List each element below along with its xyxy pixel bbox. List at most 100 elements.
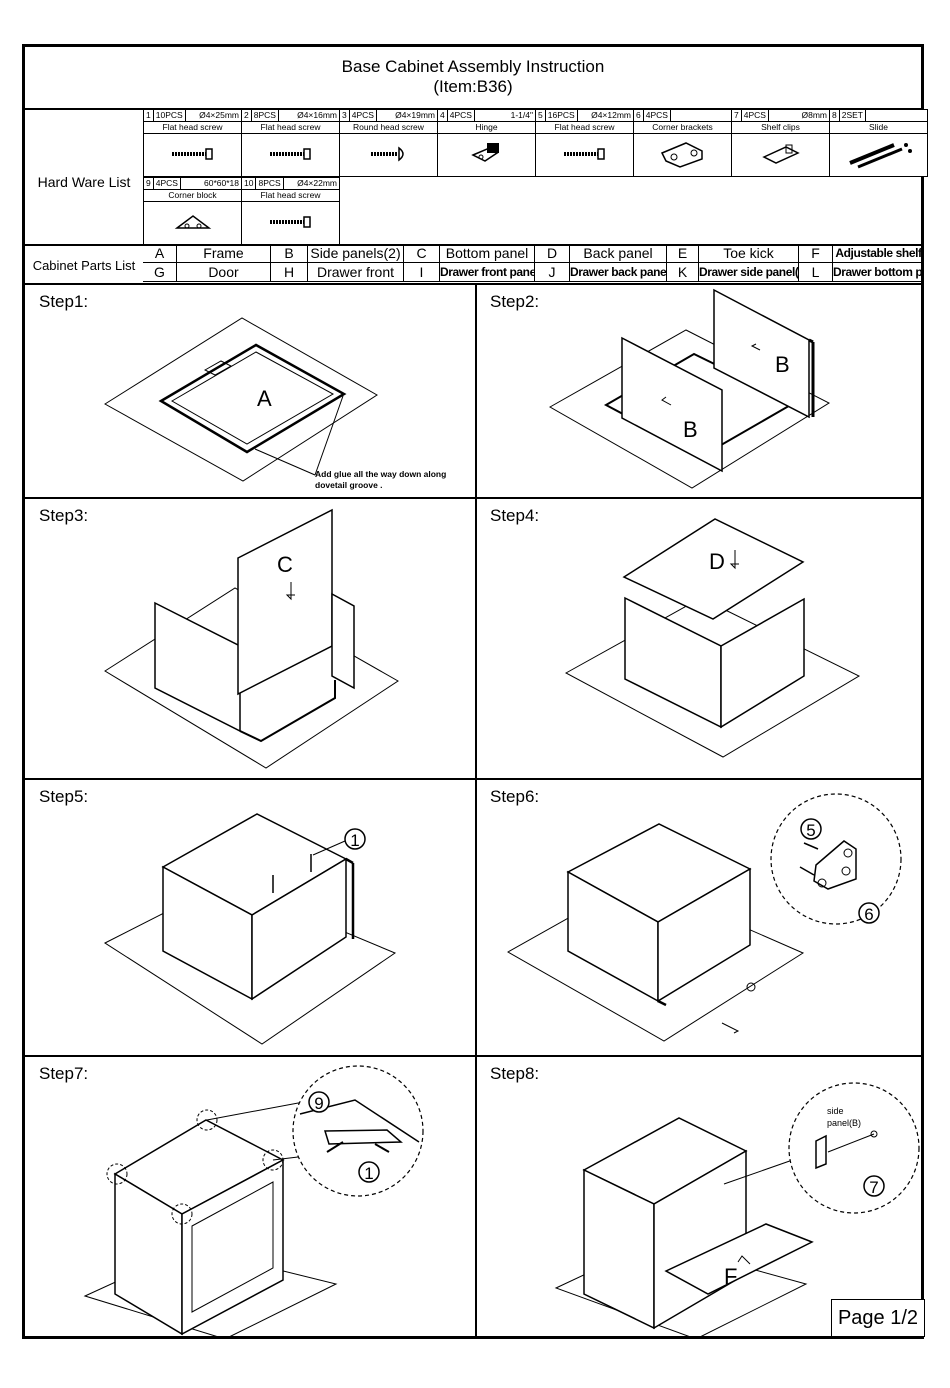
step-2-diagram: B B bbox=[548, 288, 831, 489]
flat-head-screw-icon bbox=[144, 134, 241, 174]
hardware-size: 60*60*18 bbox=[204, 178, 239, 188]
instruction-sheet: Base Cabinet Assembly Instruction (Item:… bbox=[22, 44, 928, 1339]
hardware-quantity: 4PCS bbox=[644, 110, 671, 121]
hardware-name: Hinge bbox=[438, 122, 535, 134]
hardware-size: Ø4×25mm bbox=[199, 110, 239, 120]
page-number: Page 1/2 bbox=[831, 1299, 925, 1337]
title-line-2: (Item:B36) bbox=[433, 77, 513, 96]
title-line-1: Base Cabinet Assembly Instruction bbox=[341, 57, 605, 76]
part-name: Toe kick bbox=[699, 244, 799, 263]
step-4-diagram: D bbox=[564, 518, 861, 758]
step-1-panel: Step1: A Add glue all the way down along… bbox=[25, 284, 475, 497]
hardware-name: Round head screw bbox=[340, 122, 437, 134]
part-letter: F bbox=[799, 244, 833, 263]
hardware-quantity: 16PCS bbox=[546, 110, 578, 121]
hardware-number: 6 bbox=[634, 110, 644, 121]
divider bbox=[25, 497, 921, 499]
part-name: Bottom panel bbox=[440, 244, 535, 263]
part-name: Drawer front panel bbox=[440, 263, 535, 282]
hardware-number: 2 bbox=[242, 110, 252, 121]
hardware-name: Flat head screw bbox=[536, 122, 633, 134]
step-label: Step6: bbox=[490, 787, 540, 806]
hardware-number: 4 bbox=[438, 110, 448, 121]
divider bbox=[475, 284, 477, 1339]
step-label: Step2: bbox=[490, 292, 540, 311]
glue-note: dovetail groove . bbox=[315, 480, 383, 490]
hardware-size bbox=[866, 110, 927, 121]
flat-head-screw-icon bbox=[536, 134, 633, 174]
parts-row: G Door H Drawer front I Drawer front pan… bbox=[143, 263, 924, 282]
hardware-quantity: 10PCS bbox=[154, 110, 186, 121]
callout-1: 1 bbox=[364, 1164, 373, 1183]
callout-B: B bbox=[775, 352, 790, 377]
step-label: Step4: bbox=[490, 506, 540, 525]
step-8-panel: Step8: F side panel(B) 7 Page 1/2 bbox=[476, 1056, 927, 1339]
part-letter: H bbox=[271, 263, 308, 282]
hardware-name: Corner block bbox=[144, 190, 241, 202]
step-label: Step5: bbox=[39, 787, 89, 806]
part-name: Drawer back panel bbox=[570, 263, 667, 282]
hardware-quantity: 8PCS bbox=[252, 110, 279, 121]
hardware-size: Ø4×16mm bbox=[297, 110, 337, 120]
hardware-quantity: 4PCS bbox=[742, 110, 769, 121]
hardware-quantity: 2SET bbox=[840, 110, 866, 121]
callout-7: 7 bbox=[869, 1178, 878, 1197]
callout-9: 9 bbox=[314, 1094, 323, 1113]
step-7-diagram: 9 1 bbox=[83, 1065, 424, 1339]
part-name: Drawer front bbox=[308, 263, 404, 282]
step-5-diagram: 1 bbox=[103, 813, 397, 1045]
hardware-size: Ø8mm bbox=[801, 110, 828, 120]
step-label: Step1: bbox=[39, 292, 89, 311]
hardware-list-label: Hard Ware List bbox=[37, 174, 131, 190]
hardware-number: 7 bbox=[732, 110, 742, 121]
hardware-number: 9 bbox=[144, 178, 154, 189]
part-name: Back panel bbox=[570, 244, 667, 263]
callout-1: 1 bbox=[350, 831, 359, 850]
document-title: Base Cabinet Assembly Instruction (Item:… bbox=[25, 57, 921, 97]
callout-5: 5 bbox=[806, 821, 815, 840]
glue-note: Add glue all the way down along bbox=[315, 469, 446, 479]
hardware-size bbox=[671, 110, 731, 121]
part-letter: A bbox=[143, 244, 177, 263]
step-label: Step7: bbox=[39, 1064, 89, 1083]
shelf-clip-icon bbox=[732, 134, 829, 174]
hardware-name: Slide bbox=[830, 122, 927, 134]
hardware-name: Shelf clips bbox=[732, 122, 829, 134]
hardware-size: 1-1/4" bbox=[510, 110, 533, 120]
part-letter: D bbox=[535, 244, 570, 263]
step-3-diagram: C bbox=[104, 508, 399, 769]
hardware-quantity: 4PCS bbox=[350, 110, 377, 121]
hardware-number: 1 bbox=[144, 110, 154, 121]
hardware-number: 5 bbox=[536, 110, 546, 121]
hardware-quantity: 4PCS bbox=[154, 178, 181, 189]
step-6-panel: Step6: 5 6 E bbox=[476, 779, 927, 1055]
part-name: Frame bbox=[177, 244, 271, 263]
part-letter: C bbox=[404, 244, 440, 263]
hardware-size: Ø4×12mm bbox=[591, 110, 631, 120]
part-letter: E bbox=[667, 244, 699, 263]
part-name: Adjustable shelf bbox=[833, 244, 924, 263]
hardware-number: 10 bbox=[242, 178, 257, 189]
callout-D: D bbox=[709, 549, 725, 574]
divider bbox=[25, 244, 921, 246]
cabinet-parts-table: A Frame B Side panels(2) C Bottom panel … bbox=[143, 244, 924, 282]
callout-F: F bbox=[724, 1264, 737, 1289]
part-name: Door bbox=[177, 263, 271, 282]
divider bbox=[25, 1055, 921, 1057]
divider bbox=[25, 778, 921, 780]
